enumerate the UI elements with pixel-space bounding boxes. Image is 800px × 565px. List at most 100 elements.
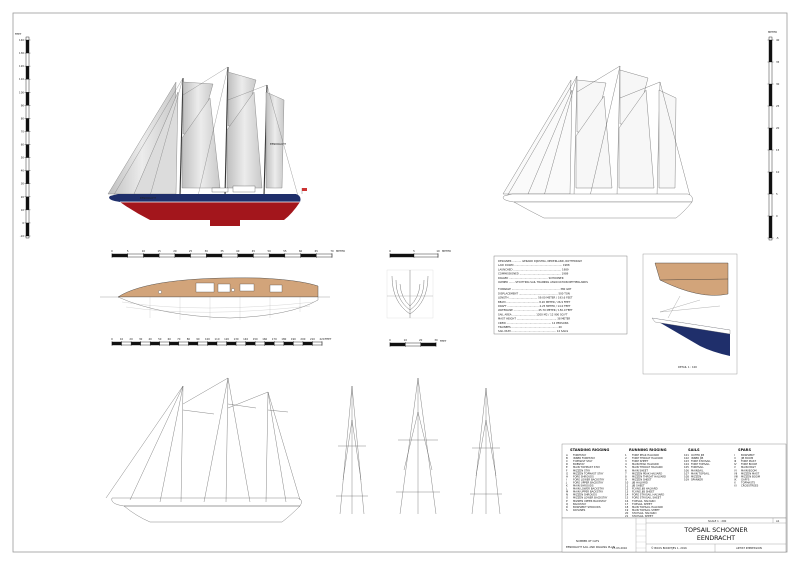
feet-tick-label: 170: [272, 337, 277, 341]
colored-sail-profile: EENDRACHT EENDRACHT: [107, 66, 307, 226]
meter-tick-label: 40: [236, 249, 240, 253]
feet-tick-label: 190: [291, 337, 296, 341]
legend-item: MIZZEN TOPMAST STAY: [573, 471, 604, 475]
legend-code: I: [734, 453, 735, 457]
spec-line: BEAM ...................................…: [498, 300, 571, 304]
legend-item: MAIN SHEET: [632, 468, 648, 472]
legend-code: 10: [625, 480, 629, 484]
rigging-line-plan: [105, 377, 302, 523]
left-scale-tick-label: 30: [21, 182, 25, 186]
legend-code: Q: [566, 502, 568, 506]
left-scale-tick-label: 100: [19, 90, 24, 94]
legend-code: VI: [734, 468, 737, 472]
legend-code: IX: [734, 477, 737, 481]
meter-tick-label: 35: [220, 249, 224, 253]
feet-tick-label: 160: [262, 337, 267, 341]
legend-item: STAYSAIL SHEET: [632, 514, 654, 518]
spec-line: TRAINEES ...............................…: [498, 325, 562, 329]
spec-line: LENGTH .................................…: [498, 296, 573, 300]
legend-item: BOWSPRIT: [741, 453, 755, 457]
legend-item: MAIN BOOM: [741, 468, 757, 472]
legend-code: 102: [684, 456, 689, 460]
legend-item: MIZZEN SHEET: [632, 477, 652, 481]
legend-item: MIZZEN PEAK HALYARD: [632, 471, 662, 475]
spec-line: MAST HEIGHT ............................…: [498, 317, 570, 321]
meter-tick-label: 30: [205, 249, 209, 253]
meter-tick-label: 50: [267, 249, 271, 253]
meter-tick-label: 70: [330, 249, 334, 253]
left-scale-tick-label: 10: [21, 208, 25, 212]
right-scale-tick-label: -5: [776, 236, 779, 240]
legend-item: MAIN THROAT HALYARD: [632, 465, 663, 469]
legend-code: B: [566, 456, 568, 460]
legend-code: D: [566, 462, 568, 466]
spec-line: LAUNCHED ...............................…: [498, 267, 569, 271]
legend-code: 8: [625, 474, 627, 478]
legend-code: 4: [625, 462, 627, 466]
detail-caption: DETAIL 1 : 100: [678, 365, 697, 369]
left-scale-tick-label: -10: [20, 234, 25, 238]
legend-code: VII: [734, 471, 738, 475]
legend-code: 5: [625, 465, 627, 469]
detail-view: DETAIL 1 : 100: [642, 253, 738, 375]
legend-code: 2: [625, 456, 627, 460]
legend-code: II: [734, 456, 736, 460]
line-sail-profile: [502, 65, 693, 219]
right-scale-tick-label: 20: [776, 126, 780, 130]
left-scale-tick-label: 110: [19, 77, 24, 81]
legend-heading: STANDING RIGGING: [570, 448, 609, 452]
left-scale-tick-label: 0: [22, 221, 24, 225]
legend-code: E: [566, 465, 568, 469]
right-scale-tick-label: 25: [776, 104, 780, 108]
legend-item: MIZZEN THROAT HALYARD: [632, 474, 666, 478]
section-meter-unit: METER: [442, 249, 451, 253]
left-scale-tick-label: 140: [19, 38, 24, 42]
legend-item: JIB SHEET: [631, 484, 645, 488]
legend-code: 108: [684, 474, 689, 478]
drawing-title: TOPSAIL SCHOONER: [683, 527, 748, 534]
legend-item: FORESAIL: [691, 465, 704, 469]
meter-tick-label: 10: [142, 249, 146, 253]
feet-tick-label: 20: [129, 337, 133, 341]
feet-tick-label: 80: [187, 337, 191, 341]
legend-item: FORE UPPER BACKSTAY: [573, 480, 604, 484]
legend-item: FORE BOOM: [741, 462, 757, 466]
legend-code: 13: [625, 490, 629, 494]
legend-heading: RUNNING RIGGING: [629, 448, 667, 452]
left-scale-tick-label: 60: [21, 143, 25, 147]
legend-item: TOPSAIL HALYARD: [632, 499, 655, 503]
sheet-border: [12, 12, 788, 553]
vessel-name: EENDRACHT: [697, 535, 735, 542]
right-scale-tick-label: 40: [776, 38, 780, 42]
legend-code: 14: [625, 493, 629, 497]
feet-tick-label: 220: [320, 337, 325, 341]
feet-tick-label: 40: [149, 337, 153, 341]
legend-code: III: [734, 459, 737, 463]
deck-plan: [100, 277, 330, 320]
legend-item: MAIN TOPSAIL HALYARD: [632, 505, 663, 509]
legend-item: MIZZEN UPPER BACKSTAY: [573, 499, 607, 503]
legend-item: TOPMASTS: [741, 480, 755, 484]
title-block: SCALE 1 : 200 A1 TOPSAIL SCHOONER EENDRA…: [561, 517, 787, 553]
legend-code: 20: [625, 511, 629, 515]
legend-code: 18: [625, 505, 629, 509]
feet-tick-label: 10: [120, 337, 124, 341]
section-feet-tick-label: 10: [404, 338, 408, 342]
right-scale-tick-label: 5: [776, 192, 778, 196]
legend-code: G: [566, 471, 568, 475]
section-meter-tick-label: 0: [389, 249, 391, 253]
section-feet-tick-label: 20: [419, 338, 423, 342]
feet-tick-label: 60: [168, 337, 172, 341]
legend-item: BOBSTAY: [573, 462, 585, 466]
legend-item: FORE STAYSAIL: [691, 459, 711, 463]
legend-code: M: [566, 490, 568, 494]
legend-code: 1: [625, 453, 627, 457]
left-scale-tick-label: 130: [19, 51, 24, 55]
meter-tick-label: 25: [189, 249, 193, 253]
spec-line: LAID DOWN ..............................…: [498, 263, 570, 267]
legend-item: MAIN TOPMAST STAY: [573, 465, 600, 469]
legend-item: FORE PEAK HALYARD: [632, 453, 659, 457]
